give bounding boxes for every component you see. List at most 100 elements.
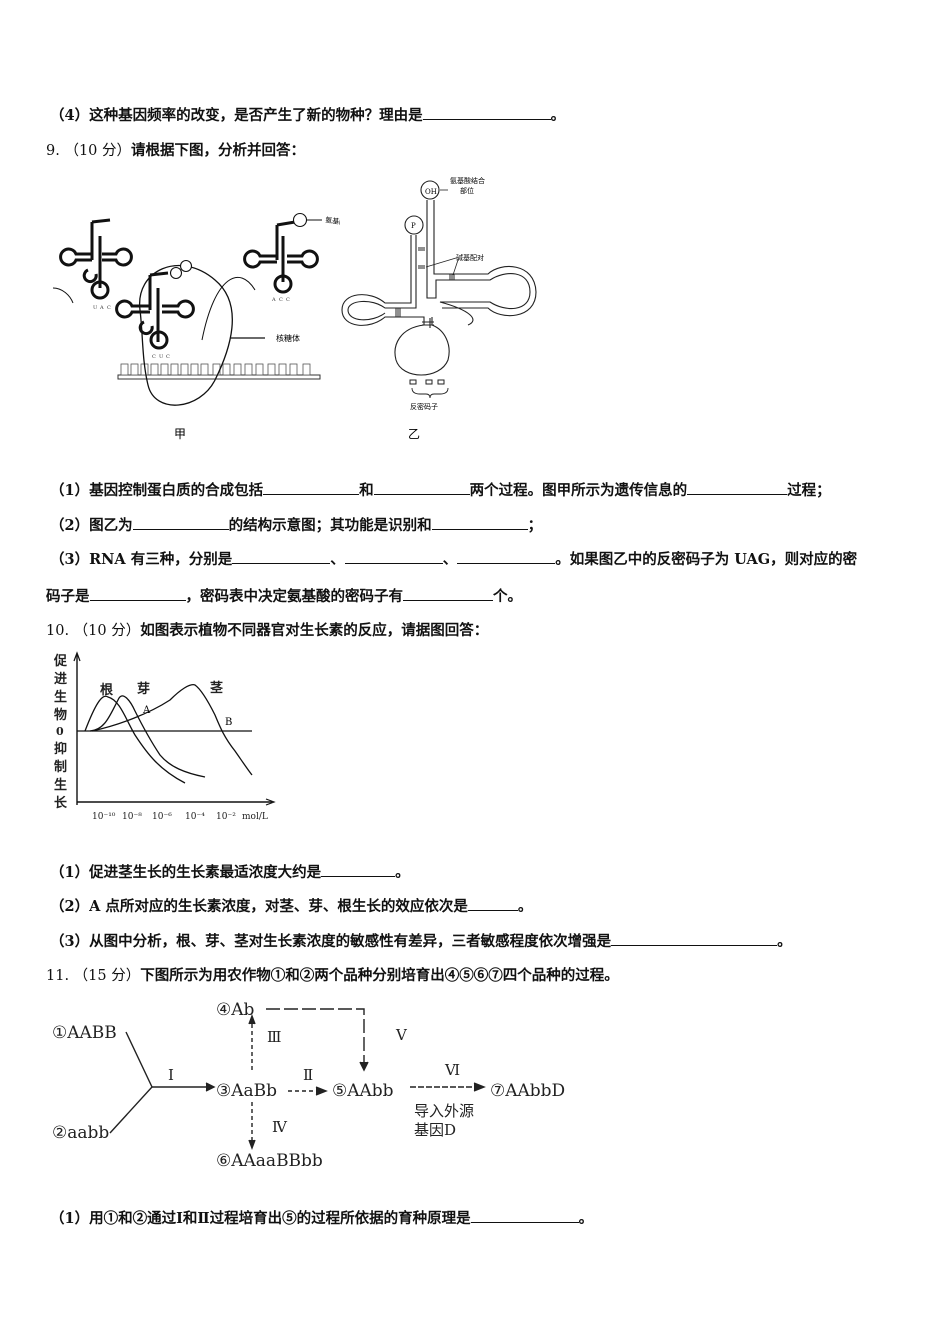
node-3: ③AaBb [216, 1081, 277, 1101]
mrna-strand [117, 374, 321, 380]
text: ，密码表中决定氨基酸的密码子有 [185, 588, 404, 605]
text: 、 [330, 551, 345, 568]
svg-text:制: 制 [54, 759, 67, 775]
label-oh: OH [425, 188, 437, 196]
answer-blank[interactable] [467, 896, 518, 911]
label-ribosome: 核糖体 [276, 333, 300, 343]
series-bud [89, 695, 206, 778]
text: 。 [777, 933, 792, 950]
question-prompt: 下图所示为用农作物①和②两个品种分别培育出④⑤⑥⑦四个品种的过程。 [140, 967, 619, 984]
text: ； [527, 517, 543, 534]
step-1: Ⅰ [168, 1066, 174, 1084]
step-5: Ⅴ [395, 1026, 408, 1044]
text: 。 [578, 1210, 594, 1227]
svg-text:C: C [279, 297, 283, 303]
q11-part1: （1）用①和②通过Ⅰ和Ⅱ过程培育出⑤的过程所依据的育种原理是 。 [50, 1207, 593, 1228]
label-binding-site: 氨基酸结合 [450, 176, 485, 185]
series-root [84, 695, 186, 784]
answer-blank[interactable] [232, 549, 331, 564]
q9-part3-cont: 码子是，密码表中决定氨基酸的密码子有个。 [46, 585, 522, 606]
text: 两个过程。图甲所示为遗传信息的 [469, 482, 688, 499]
answer-blank[interactable] [470, 1208, 579, 1223]
svg-text:C: C [152, 354, 156, 360]
answer-blank[interactable] [263, 480, 360, 495]
svg-text:C: C [286, 297, 290, 303]
question-score: （10 分） [64, 143, 132, 159]
question-prompt: 如图表示植物不同器官对生长素的反应，请据图回答： [140, 622, 489, 639]
answer-blank[interactable] [344, 549, 443, 564]
step-6: Ⅵ [444, 1061, 460, 1079]
x-tick: 10⁻⁴ [185, 812, 205, 822]
caption-jia: 甲 [174, 427, 186, 441]
series-stem [91, 684, 253, 776]
q8-part4-suffix: 。 [550, 107, 566, 124]
caption-yi: 乙 [408, 427, 420, 441]
svg-text:A: A [99, 305, 104, 311]
label-root: 根 [100, 682, 114, 698]
step-3: Ⅲ [267, 1028, 281, 1046]
text: 。 [395, 864, 410, 881]
answer-blank[interactable] [422, 105, 551, 120]
trna-left [59, 218, 133, 300]
text: 和 [359, 482, 374, 499]
text: 的结构示意图；其功能是识别和 [228, 517, 432, 534]
label-p: P [411, 222, 416, 230]
svg-text:U: U [159, 354, 163, 360]
svg-text:生: 生 [54, 777, 67, 793]
svg-text:进: 进 [54, 672, 67, 687]
answer-blank[interactable] [89, 586, 186, 601]
figure-yi-trna-structure: OH P 氨基酸结合 部位 碱基配对 反密码子 乙 [341, 176, 537, 441]
question-score: （15 分） [73, 968, 141, 984]
answer-blank[interactable] [457, 549, 556, 564]
q10-part1: （1）促进茎生长的生长素最适浓度大约是。 [50, 861, 410, 882]
text: 码子是 [46, 588, 90, 605]
q10-heading: 10. （10 分）如图表示植物不同器官对生长素的反应，请据图回答： [46, 619, 488, 640]
q10-part2: （2）A 点所对应的生长素浓度，对茎、芽、根生长的效应依次是。 [50, 895, 532, 916]
answer-blank[interactable] [403, 586, 493, 601]
note-line-2: 基因D [414, 1121, 456, 1139]
zero-label: 0 [56, 725, 64, 738]
svg-text:U: U [93, 305, 97, 311]
node-5: ⑤AAbb [332, 1081, 394, 1101]
answer-blank[interactable] [132, 515, 229, 530]
x-axis-unit: mol/L [242, 812, 268, 822]
text: 。如果图乙中的反密码子为 UAG，则对应的密 [555, 551, 858, 568]
breeding-flow-diagram: ①AABB ②aabb ③AaBb ④Ab ⑤AAbb ⑥AAaaBBbb ⑦A… [52, 1000, 565, 1171]
question-number: 11. [46, 968, 70, 984]
answer-blank[interactable] [431, 515, 528, 530]
node-2: ②aabb [52, 1123, 109, 1143]
node-6: ⑥AAaaBBbb [216, 1151, 323, 1171]
text: （1）基因控制蛋白质的合成包括 [50, 482, 264, 499]
q9-part1: （1）基因控制蛋白质的合成包括 和 两个过程。图甲所示为遗传信息的 过程； [50, 479, 831, 500]
text: （1）用①和②通过Ⅰ和Ⅱ过程培育出⑤的过程所依据的育种原理是 [50, 1210, 471, 1227]
answer-blank[interactable] [687, 480, 788, 495]
point-b-label: B [225, 717, 232, 728]
x-tick: 10⁻² [216, 812, 236, 822]
text: （2）A 点所对应的生长素浓度，对茎、芽、根生长的效应依次是 [50, 898, 468, 915]
text: （3）RNA 有三种，分别是 [50, 551, 233, 568]
svg-text:物: 物 [54, 707, 67, 723]
answer-blank[interactable] [321, 862, 396, 877]
label-base-pairing: 碱基配对 [456, 253, 484, 262]
answer-blank[interactable] [373, 480, 470, 495]
question-number: 9. [46, 143, 60, 159]
label-binding-site-2: 部位 [460, 186, 474, 195]
svg-text:长: 长 [54, 795, 68, 811]
svg-text:A: A [271, 297, 276, 303]
answer-blank[interactable] [611, 931, 778, 946]
label-bud: 芽 [137, 681, 150, 697]
svg-text:C: C [166, 354, 170, 360]
text: 过程； [787, 482, 831, 499]
x-tick: 10⁻⁸ [122, 812, 142, 822]
label-amino-acid: 氨基酸 [325, 215, 340, 227]
svg-text:C: C [107, 305, 111, 311]
svg-text:生: 生 [54, 689, 67, 705]
node-7: ⑦AAbbD [490, 1081, 565, 1101]
text: （3）从图中分析，根、芽、茎对生长素浓度的敏感性有差异，三者敏感程度依次增强是 [50, 933, 612, 950]
q9-part2: （2）图乙为的结构示意图；其功能是识别和； [50, 514, 542, 535]
label-anticodon: 反密码子 [410, 402, 438, 411]
question-score: （10 分） [73, 623, 141, 639]
q10-part3: （3）从图中分析，根、芽、茎对生长素浓度的敏感性有差异，三者敏感程度依次增强是 。 [50, 930, 792, 951]
